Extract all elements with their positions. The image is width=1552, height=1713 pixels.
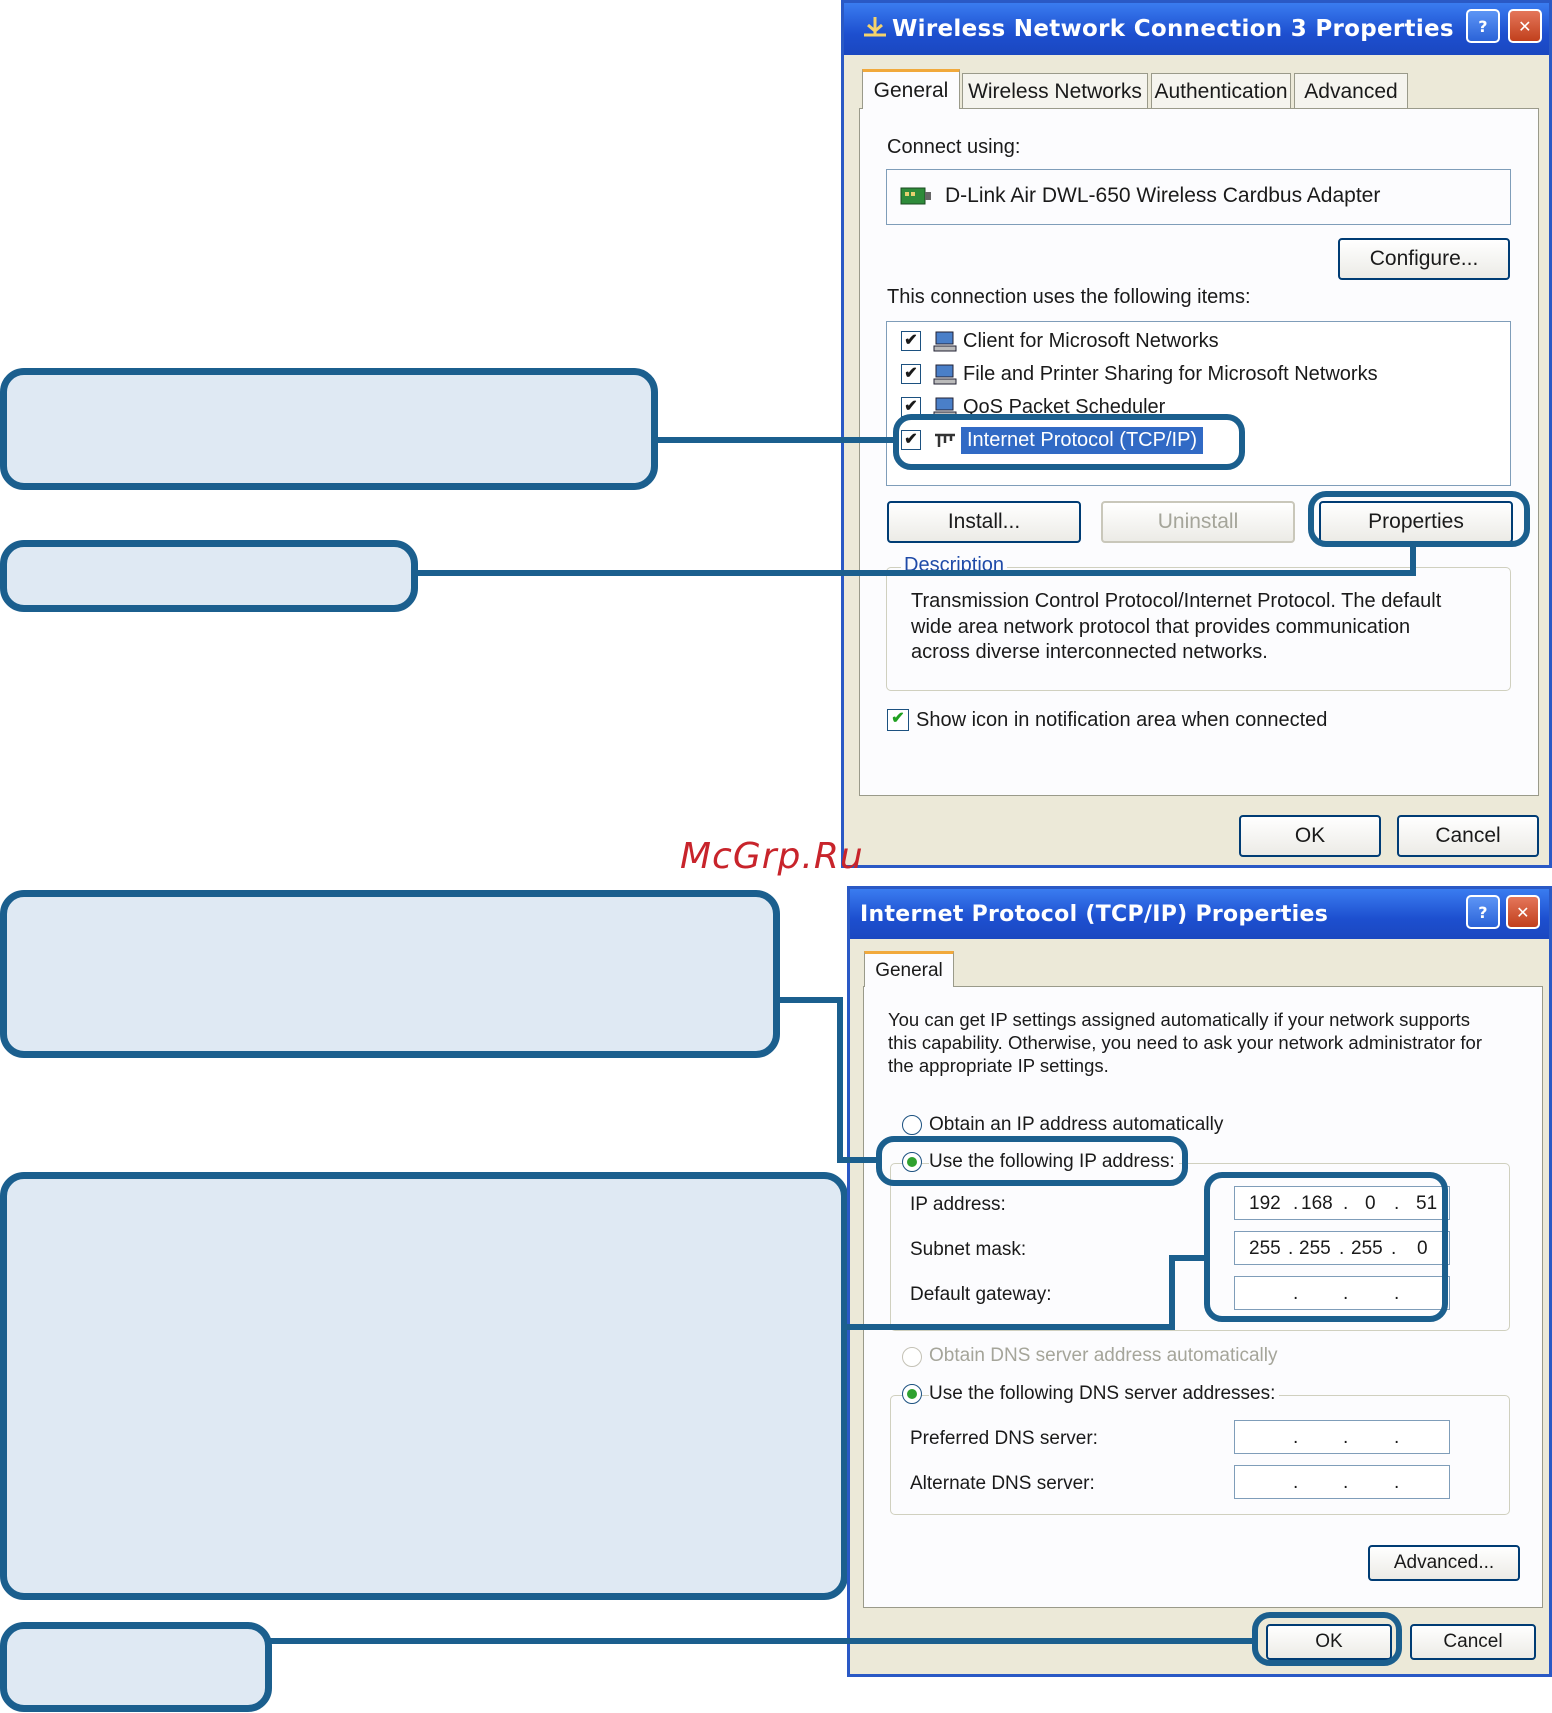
connector-ip-fields [845, 1255, 1204, 1330]
connector-properties [415, 547, 1416, 576]
network-client-icon [933, 331, 957, 352]
callout-click-ok [0, 1622, 272, 1712]
tab-wireless-networks[interactable]: Wireless Networks [962, 73, 1148, 109]
obtain-ip-label: Obtain an IP address automatically [929, 1114, 1224, 1135]
tcpip-properties-dialog: Internet Protocol (TCP/IP) Properties ? … [847, 886, 1552, 1677]
dialog1-title: Wireless Network Connection 3 Properties [892, 16, 1454, 42]
intro-line: You can get IP settings assigned automat… [888, 1009, 1471, 1030]
tab-advanced[interactable]: Advanced [1294, 73, 1408, 109]
use-dns-radio[interactable] [902, 1384, 922, 1404]
general-tab-panel: You can get IP settings assigned automat… [863, 986, 1543, 1608]
list-item[interactable]: ✔ Internet Protocol (TCP/IP) [887, 425, 1487, 457]
connector-use-ip [777, 997, 876, 1163]
cancel-button[interactable]: Cancel [1410, 1624, 1536, 1660]
gateway-field[interactable]: . . . [1234, 1276, 1450, 1310]
dialog2-titlebar[interactable]: Internet Protocol (TCP/IP) Properties ? … [850, 889, 1549, 939]
ok-button[interactable]: OK [1266, 1624, 1392, 1660]
item-label-selected: Internet Protocol (TCP/IP) [961, 427, 1204, 454]
preferred-dns-field[interactable]: . . . [1234, 1420, 1450, 1454]
use-dns-label: Use the following DNS server addresses: [929, 1383, 1280, 1405]
connect-using-label: Connect using: [887, 136, 1021, 158]
description-line: across diverse interconnected networks. [911, 641, 1268, 663]
subnet-mask-field[interactable]: 255. 255. 255. 0 [1234, 1231, 1450, 1265]
protocol-icon [935, 433, 955, 447]
dialog2-title: Internet Protocol (TCP/IP) Properties [860, 902, 1329, 927]
list-item[interactable]: ✔ Client for Microsoft Networks [887, 326, 1487, 358]
use-ip-radio[interactable] [902, 1152, 922, 1172]
ok-button[interactable]: OK [1239, 815, 1381, 857]
properties-button[interactable]: Properties [1319, 501, 1513, 543]
callout-ip-settings [0, 1172, 848, 1600]
install-button[interactable]: Install... [887, 501, 1081, 543]
ip-address-group [890, 1163, 1510, 1331]
alternate-dns-field[interactable]: . . . [1234, 1465, 1450, 1499]
configure-button[interactable]: Configure... [1338, 238, 1510, 280]
item-label: QoS Packet Scheduler [963, 396, 1166, 418]
use-ip-label: Use the following IP address: [929, 1151, 1179, 1173]
preferred-dns-label: Preferred DNS server: [910, 1428, 1098, 1449]
item-label: Client for Microsoft Networks [963, 330, 1219, 352]
item-checkbox[interactable]: ✔ [901, 331, 921, 351]
description-line: Transmission Control Protocol/Internet P… [911, 590, 1442, 612]
dialog1-titlebar[interactable]: Wireless Network Connection 3 Properties… [844, 3, 1549, 55]
tab-authentication[interactable]: Authentication [1151, 73, 1291, 109]
item-checkbox[interactable]: ✔ [901, 397, 921, 417]
ip-address-field[interactable]: 192. 168. 0. 51 [1234, 1186, 1450, 1220]
intro-line: this capability. Otherwise, you need to … [888, 1032, 1482, 1053]
callout-select-tcpip [0, 368, 658, 490]
close-button[interactable]: ✕ [1508, 9, 1542, 43]
uninstall-button[interactable]: Uninstall [1101, 501, 1295, 543]
tab-general[interactable]: General [862, 69, 960, 109]
item-checkbox[interactable]: ✔ [901, 430, 921, 450]
description-line: wide area network protocol that provides… [911, 616, 1411, 638]
show-icon-label: Show icon in notification area when conn… [916, 709, 1328, 731]
subnet-mask-label: Subnet mask: [910, 1239, 1027, 1260]
list-item[interactable]: ✔ QoS Packet Scheduler [887, 392, 1487, 424]
item-label: File and Printer Sharing for Microsoft N… [963, 363, 1378, 385]
callout-use-following-ip [0, 890, 780, 1058]
cancel-button[interactable]: Cancel [1397, 815, 1539, 857]
general-tab-panel: Connect using: D-Link Air DWL-650 Wirele… [859, 108, 1539, 796]
close-button[interactable]: ✕ [1506, 895, 1540, 929]
components-list[interactable]: ✔ Client for Microsoft Networks ✔ File a… [886, 321, 1511, 486]
watermark-text: McGrp.Ru [680, 836, 864, 877]
adapter-box: D-Link Air DWL-650 Wireless Cardbus Adap… [886, 169, 1511, 225]
help-button[interactable]: ? [1466, 895, 1500, 929]
list-item[interactable]: ✔ File and Printer Sharing for Microsoft… [887, 359, 1487, 391]
callout-click-properties [0, 540, 418, 612]
file-printer-sharing-icon [933, 364, 957, 385]
adapter-name: D-Link Air DWL-650 Wireless Cardbus Adap… [945, 184, 1381, 207]
intro-line: the appropriate IP settings. [888, 1055, 1109, 1076]
item-checkbox[interactable]: ✔ [901, 364, 921, 384]
obtain-ip-radio[interactable] [902, 1115, 922, 1135]
help-button[interactable]: ? [1466, 9, 1500, 43]
obtain-dns-label: Obtain DNS server address automatically [929, 1345, 1278, 1366]
items-label: This connection uses the following items… [887, 286, 1251, 308]
gateway-label: Default gateway: [910, 1284, 1052, 1305]
network-card-icon [900, 187, 931, 205]
tab-general[interactable]: General [864, 951, 954, 987]
ip-address-label: IP address: [910, 1194, 1006, 1215]
network-connection-icon [864, 17, 886, 37]
advanced-button[interactable]: Advanced... [1368, 1545, 1520, 1581]
alternate-dns-label: Alternate DNS server: [910, 1473, 1095, 1494]
obtain-dns-radio[interactable] [902, 1347, 922, 1367]
wireless-connection-properties-dialog: Wireless Network Connection 3 Properties… [841, 0, 1552, 868]
show-icon-checkbox[interactable]: ✔ [887, 709, 909, 731]
